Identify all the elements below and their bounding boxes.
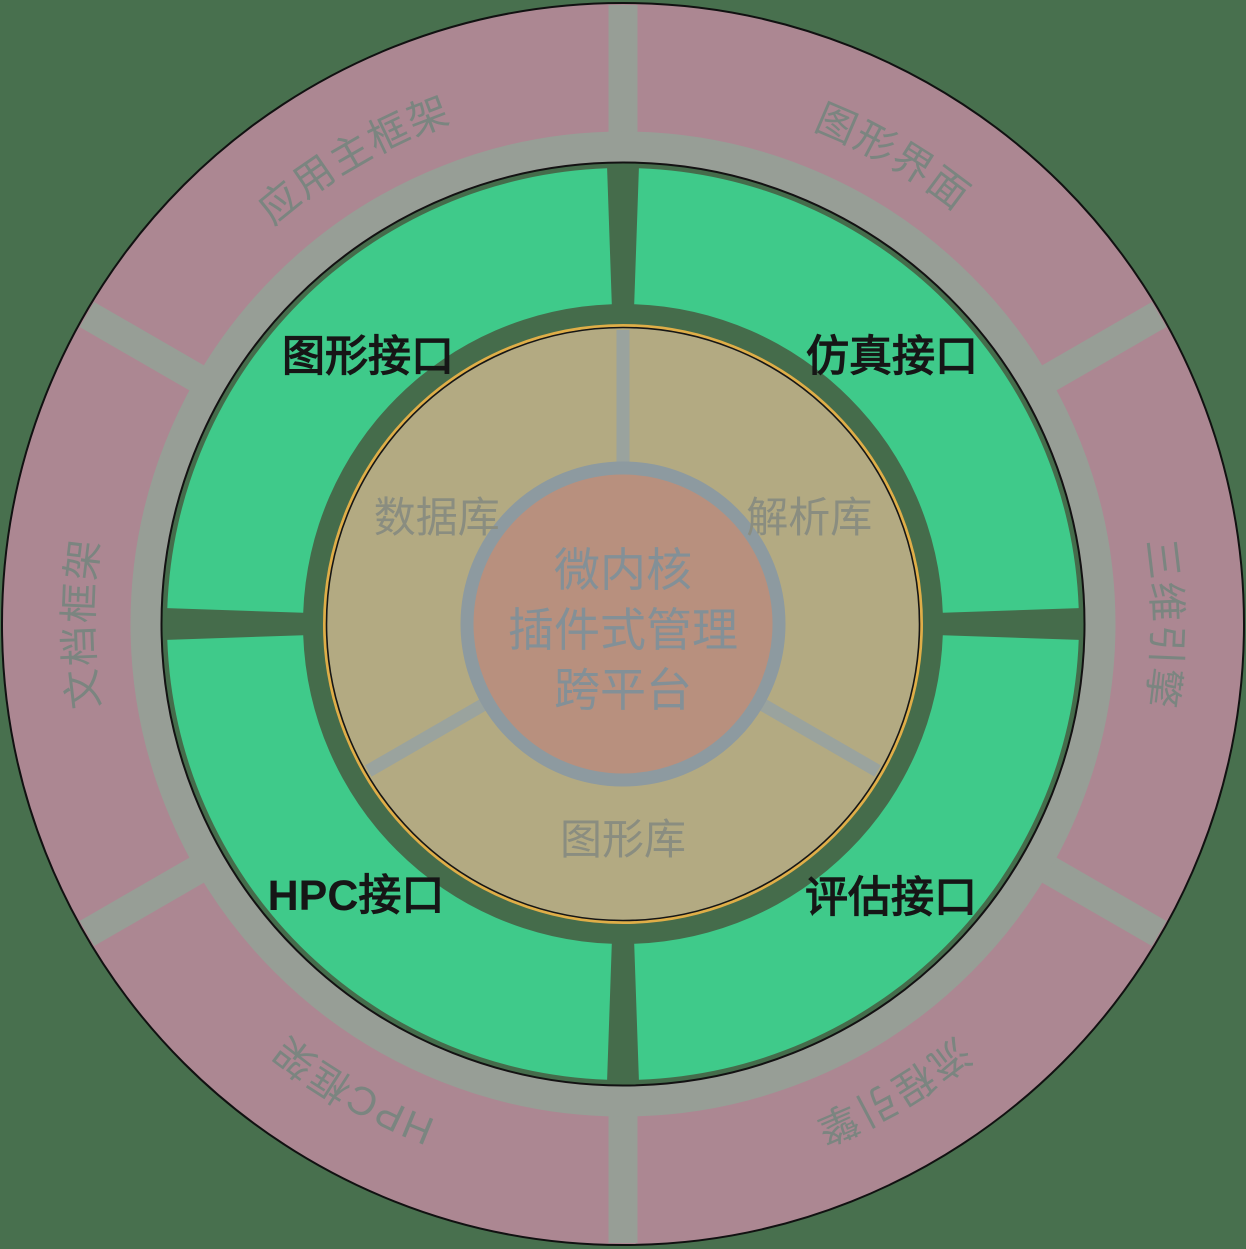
core-label-database: 数据库: [374, 494, 500, 541]
core-divider-lower-left: [365, 694, 495, 777]
interface-label-hpc: HPC接口: [268, 872, 445, 920]
core-disk-dividers: [365, 330, 881, 777]
core-disk-gold-rim: [323, 324, 923, 924]
interface-segment-bottom-right: [634, 635, 1079, 1080]
center-line-microkernel: 微内核: [554, 544, 692, 596]
interface-ring-labels: 图形接口 仿真接口 HPC接口 评估接口: [268, 333, 978, 922]
center-line-plugin-management: 插件式管理: [508, 604, 738, 656]
interface-segment-top-left: [167, 168, 612, 613]
gray-separator-ring: [130, 131, 1116, 1117]
center-kernel-disk: [471, 472, 775, 776]
center-line-cross-platform: 跨平台: [554, 664, 692, 716]
interface-segment-bottom-left: [167, 635, 612, 1080]
interface-segment-top-right: [634, 168, 1079, 613]
core-divider-lower-right: [751, 694, 881, 777]
interface-ring: [167, 168, 1079, 1080]
gray-ring-inner-outline: [160, 161, 1086, 1087]
interface-label-simulation: 仿真接口: [806, 333, 978, 381]
core-ring-labels: 数据库 解析库 图形库: [374, 494, 872, 863]
interface-label-graphics: 图形接口: [282, 333, 454, 381]
core-label-graphics-lib: 图形库: [560, 816, 686, 863]
interface-label-evaluation: 评估接口: [805, 874, 977, 922]
center-kernel-ring: [460, 461, 786, 787]
core-label-parser-lib: 解析库: [746, 494, 872, 541]
center-kernel-text: 微内核 插件式管理 跨平台: [508, 544, 738, 716]
